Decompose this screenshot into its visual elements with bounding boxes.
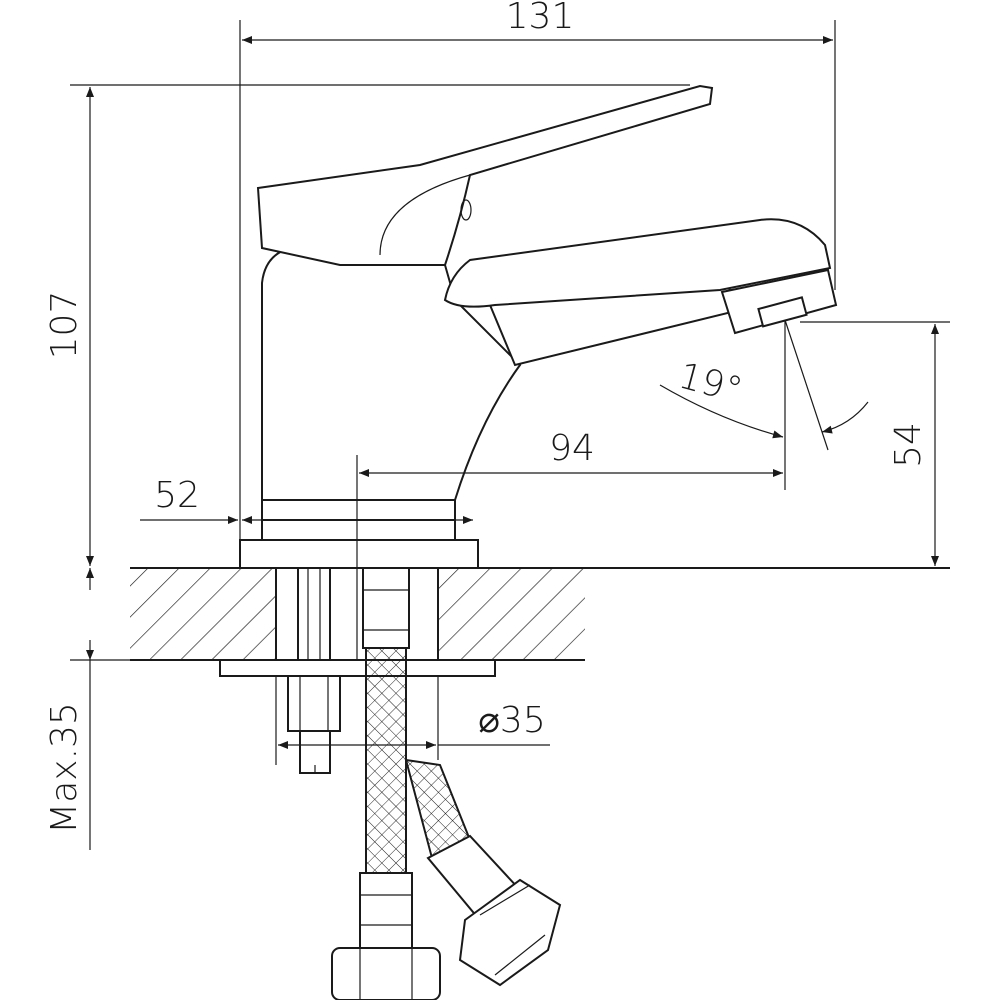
dim-overall-height: 107 — [44, 291, 85, 360]
dim-spout-reach: 94 — [549, 428, 595, 469]
dim-overall-width: 131 — [506, 0, 575, 37]
dimension-lines — [70, 20, 950, 850]
supply-hoses — [331, 567, 562, 1000]
dim-spout-angle: 19° — [674, 355, 746, 411]
dim-base-width: 52 — [154, 475, 200, 516]
dim-hole-diameter: ⌀35 — [478, 700, 545, 741]
faucet-body — [239, 84, 838, 569]
dim-max-counter-thickness: Max.35 — [44, 702, 85, 834]
countertop — [130, 567, 950, 677]
dim-spout-height: 54 — [888, 422, 929, 468]
